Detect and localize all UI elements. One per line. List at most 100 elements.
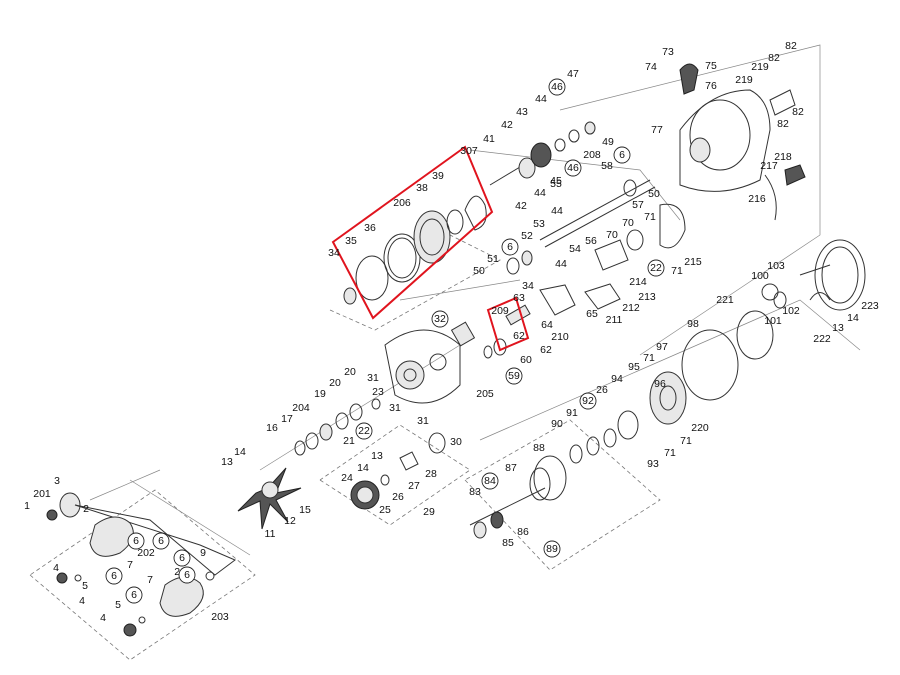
part-number-label: 70 [606, 229, 618, 241]
highlight-boxes [331, 145, 530, 352]
part-label-circle [564, 159, 582, 177]
part-number-label: 223 [861, 300, 879, 312]
part-number-label: 6 [133, 535, 139, 547]
part-number-label: 56 [585, 235, 597, 247]
part-number-label: 35 [345, 235, 357, 247]
part-number-label: 213 [638, 291, 656, 303]
part-label-circle [548, 78, 566, 96]
part-label-circle [579, 392, 597, 410]
part-number-label: 214 [629, 276, 647, 288]
part-number-label: 82 [768, 52, 780, 64]
part-number-label: 6 [131, 589, 137, 601]
part-number-label: 91 [566, 407, 578, 419]
part-number-label: 13 [832, 322, 844, 334]
part-number-label: 201 [33, 488, 51, 500]
part-number-label: 82 [777, 118, 789, 130]
part-number-label: 29 [423, 506, 435, 518]
part-number-label: 211 [606, 314, 623, 326]
part-number-label: 55 [550, 178, 562, 190]
part-number-label: 216 [748, 193, 766, 205]
part-number-label: 93 [647, 458, 659, 470]
part-number-label: 63 [513, 292, 525, 304]
part-number-label: 221 [716, 294, 734, 306]
part-number-label: 49 [602, 136, 614, 148]
part-number-label: 82 [785, 40, 797, 52]
part-number-label: 70 [622, 217, 634, 229]
part-number-label: 9 [200, 547, 206, 559]
part-number-label: 32 [434, 313, 446, 325]
part-number-label: 60 [520, 354, 532, 366]
part-number-label: 30 [450, 436, 462, 448]
part-number-label: 96 [654, 378, 666, 390]
part-number-label: 217 [760, 160, 778, 172]
part-number-label: 2 [83, 503, 89, 515]
part-number-label: 82 [792, 106, 804, 118]
part-number-label: 203 [211, 611, 229, 623]
part-number-label: 7 [147, 574, 153, 586]
part-number-label: 50 [473, 265, 485, 277]
part-number-label: 75 [705, 60, 717, 72]
part-number-label: 27 [408, 480, 420, 492]
part-number-label: 14 [357, 462, 369, 474]
part-number-label: 43 [516, 106, 528, 118]
part-number-label: 210 [551, 331, 569, 343]
part-label-circle [505, 367, 523, 385]
part-number-label: 57 [632, 199, 644, 211]
part-number-label: 92 [582, 395, 594, 407]
part-number-label: 6 [158, 535, 164, 547]
part-number-label: 215 [684, 256, 702, 268]
part-label-circle [647, 259, 665, 277]
part-number-label: 42 [515, 200, 527, 212]
part-number-label: 6 [507, 241, 513, 253]
part-label-circle [481, 472, 499, 490]
part-label-circle [152, 532, 170, 550]
parts-drawing [46, 63, 866, 637]
part-number-label: 98 [687, 318, 699, 330]
part-number-label: 47 [567, 68, 579, 80]
part-number-label: 220 [691, 422, 709, 434]
part-number-label: 62 [540, 344, 552, 356]
part-number-label: 54 [569, 243, 581, 255]
part-number-label: 53 [533, 218, 545, 230]
part-number-label: 76 [705, 80, 717, 92]
part-number-label: 71 [671, 265, 683, 277]
part-number-label: 222 [813, 333, 831, 345]
part-number-label: 52 [521, 230, 533, 242]
part-number-label: 13 [221, 456, 233, 468]
part-number-label: 100 [751, 270, 769, 282]
part-number-label: 23 [372, 386, 384, 398]
part-number-label: 5 [115, 599, 121, 611]
part-number-label: 77 [651, 124, 663, 136]
part-number-label: 89 [546, 543, 558, 555]
part-number-label: 34 [328, 247, 340, 259]
part-number-label: 219 [751, 61, 769, 73]
part-number-label: 51 [487, 253, 499, 265]
part-number-label: 102 [782, 305, 800, 317]
part-number-label: 85 [502, 537, 514, 549]
part-number-label: 46 [551, 81, 563, 93]
part-number-label: 13 [371, 450, 383, 462]
part-number-label: 6 [184, 569, 190, 581]
part-number-label: 34 [522, 280, 534, 292]
part-number-label: 20 [344, 366, 356, 378]
part-number-label: 14 [234, 446, 246, 458]
part-number-label: 95 [628, 361, 640, 373]
part-label-circle [125, 586, 143, 604]
part-number-label: 212 [622, 302, 640, 314]
part-number-label: 17 [281, 413, 293, 425]
part-number-label: 26 [596, 384, 608, 396]
part-number-label: 86 [517, 526, 529, 538]
part-number-label: 22 [358, 425, 370, 437]
part-number-label: 39 [432, 170, 444, 182]
part-label-circle [613, 146, 631, 164]
part-number-label: 101 [764, 315, 782, 327]
part-number-label: 202 [137, 547, 155, 559]
part-number-label: 73 [662, 46, 674, 58]
part-label-circle [501, 238, 519, 256]
part-number-label: 65 [586, 308, 598, 320]
part-number-label: 83 [469, 486, 481, 498]
part-number-label: 44 [535, 93, 547, 105]
part-number-label: 94 [611, 373, 623, 385]
part-label-circle [431, 310, 449, 328]
